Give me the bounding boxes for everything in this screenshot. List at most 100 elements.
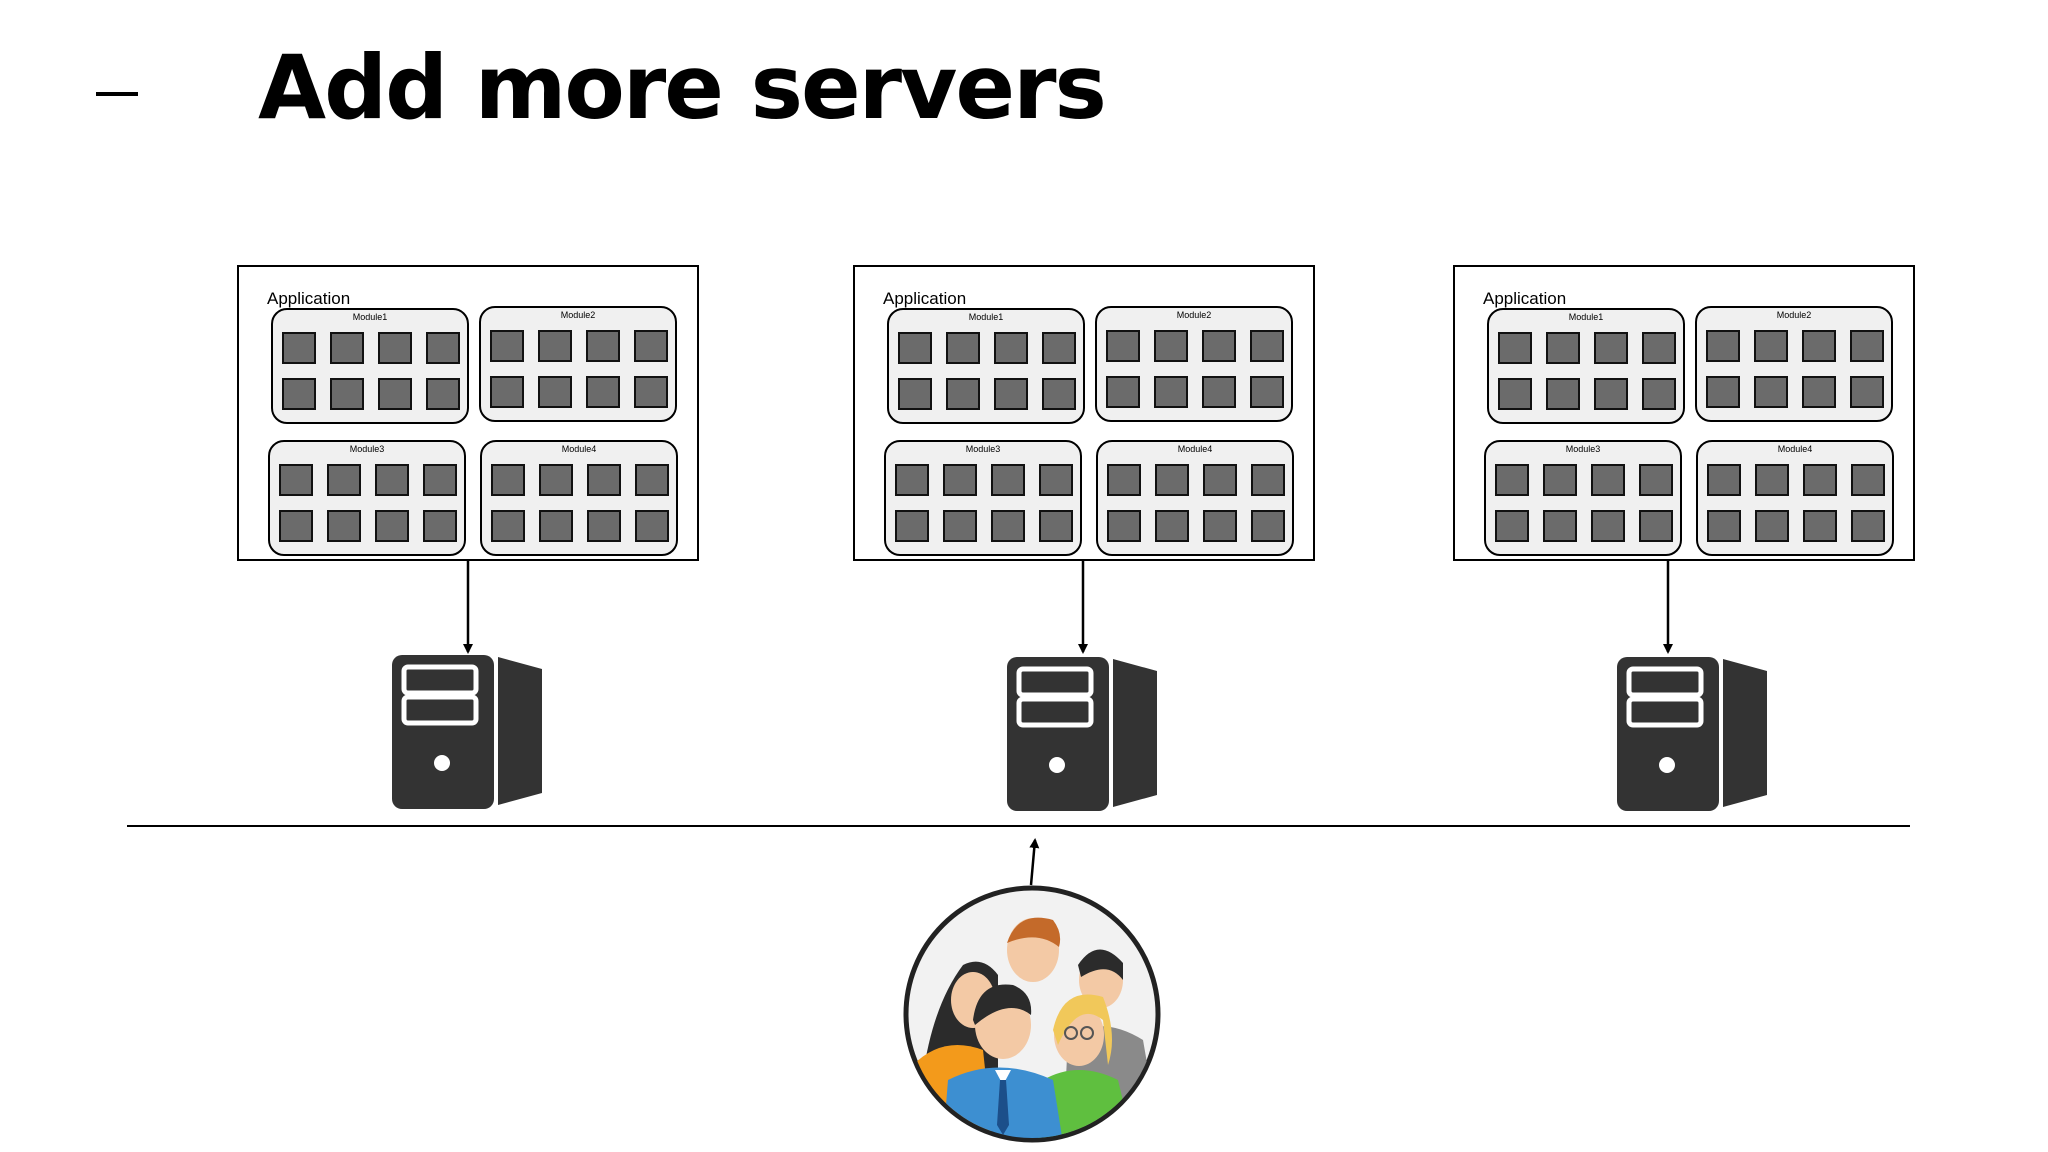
component-block [1543, 464, 1577, 496]
module-blocks [282, 332, 460, 410]
module-box-3: Module3 [268, 440, 466, 556]
component-block [1155, 510, 1189, 542]
component-block [991, 464, 1025, 496]
component-block [634, 376, 668, 408]
module-label: Module1 [352, 312, 388, 322]
module-blocks [279, 464, 457, 542]
component-block [635, 464, 669, 496]
component-block [375, 510, 409, 542]
component-block [1154, 330, 1188, 362]
component-block [539, 510, 573, 542]
application-label: Application [1483, 289, 1567, 308]
module-box-1: Module1 [887, 308, 1085, 424]
component-block [378, 378, 412, 410]
module-blocks [491, 464, 669, 542]
component-block [1594, 378, 1628, 410]
component-block [1802, 330, 1836, 362]
component-block [375, 464, 409, 496]
component-block [1154, 376, 1188, 408]
component-block [895, 510, 929, 542]
component-block [1546, 378, 1580, 410]
component-block [1591, 464, 1625, 496]
module-label: Module2 [1776, 310, 1812, 320]
module-blocks [1495, 464, 1673, 542]
component-block [490, 330, 524, 362]
component-block [1251, 464, 1285, 496]
component-block [490, 376, 524, 408]
component-block [1851, 510, 1885, 542]
module-box-4: Module4 [1096, 440, 1294, 556]
component-block [279, 464, 313, 496]
component-block [1498, 378, 1532, 410]
module-box-1: Module1 [1487, 308, 1685, 424]
server-icon [1617, 657, 1767, 811]
component-block [587, 464, 621, 496]
component-block [538, 376, 572, 408]
component-block [1107, 464, 1141, 496]
module-blocks [1107, 464, 1285, 542]
component-block [1039, 510, 1073, 542]
component-block [1498, 332, 1532, 364]
component-block [282, 332, 316, 364]
module-label: Module2 [1176, 310, 1212, 320]
component-block [586, 330, 620, 362]
module-box-3: Module3 [1484, 440, 1682, 556]
user-group-icon [903, 885, 1161, 1143]
component-block [898, 332, 932, 364]
server-icon [392, 655, 542, 809]
component-block [330, 332, 364, 364]
component-block [426, 332, 460, 364]
module-box-1: Module1 [271, 308, 469, 424]
component-block [1803, 464, 1837, 496]
application-label: Application [267, 289, 351, 308]
module-label: Module2 [560, 310, 596, 320]
component-block [1107, 510, 1141, 542]
module-box-2: Module2 [479, 306, 677, 422]
component-block [1755, 510, 1789, 542]
component-block [1707, 464, 1741, 496]
module-label: Module3 [965, 444, 1001, 454]
component-block [895, 464, 929, 496]
module-box-2: Module2 [1695, 306, 1893, 422]
component-block [635, 510, 669, 542]
component-block [1546, 332, 1580, 364]
component-block [1155, 464, 1189, 496]
component-block [1851, 464, 1885, 496]
component-block [1591, 510, 1625, 542]
component-block [1203, 510, 1237, 542]
module-label: Module1 [1568, 312, 1604, 322]
module-label: Module1 [968, 312, 1004, 322]
component-block [279, 510, 313, 542]
component-block [1754, 376, 1788, 408]
module-label: Module3 [349, 444, 385, 454]
component-block [378, 332, 412, 364]
component-block [946, 378, 980, 410]
component-block [1639, 510, 1673, 542]
component-block [587, 510, 621, 542]
application-box-2: Application Module1 Module2 Module3 Modu… [853, 265, 1315, 561]
component-block [1106, 376, 1140, 408]
application-box-3: Application Module1 Module2 Module3 Modu… [1453, 265, 1915, 561]
component-block [1850, 376, 1884, 408]
component-block [327, 510, 361, 542]
component-block [1042, 378, 1076, 410]
component-block [1202, 330, 1236, 362]
component-block [1039, 464, 1073, 496]
component-block [1755, 464, 1789, 496]
component-block [1495, 464, 1529, 496]
component-block [1106, 330, 1140, 362]
module-blocks [1707, 464, 1885, 542]
server-icon [1007, 657, 1157, 811]
component-block [1642, 332, 1676, 364]
component-block [994, 378, 1028, 410]
component-block [538, 330, 572, 362]
module-blocks [898, 332, 1076, 410]
module-blocks [1706, 330, 1884, 408]
component-block [991, 510, 1025, 542]
component-block [491, 464, 525, 496]
component-block [491, 510, 525, 542]
component-block [1042, 332, 1076, 364]
module-blocks [490, 330, 668, 408]
module-label: Module4 [561, 444, 597, 454]
component-block [1754, 330, 1788, 362]
